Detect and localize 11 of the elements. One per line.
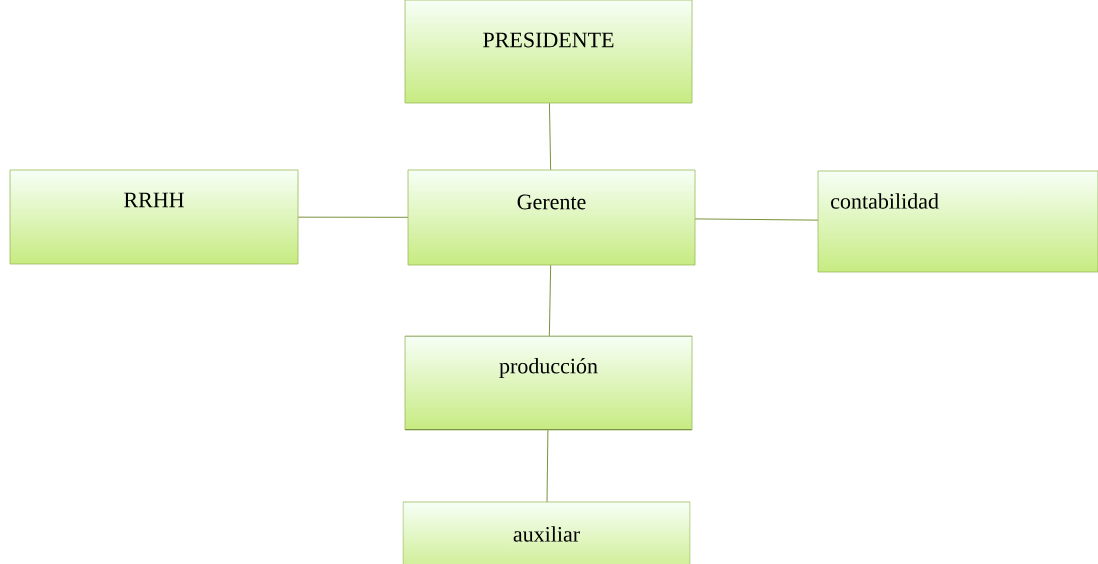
org-box: PRESIDENTE	[404, 0, 693, 104]
connector-line	[297, 216, 409, 218]
org-box: auxiliar	[402, 501, 691, 564]
org-box: RRHH	[9, 169, 299, 265]
connector-line	[548, 264, 552, 337]
connector-line	[548, 102, 552, 171]
org-box: producción	[404, 335, 693, 431]
org-box: Gerente	[407, 169, 696, 266]
connector-line	[546, 429, 549, 503]
org-box: contabilidad	[817, 170, 1098, 273]
connector-line	[694, 218, 819, 221]
